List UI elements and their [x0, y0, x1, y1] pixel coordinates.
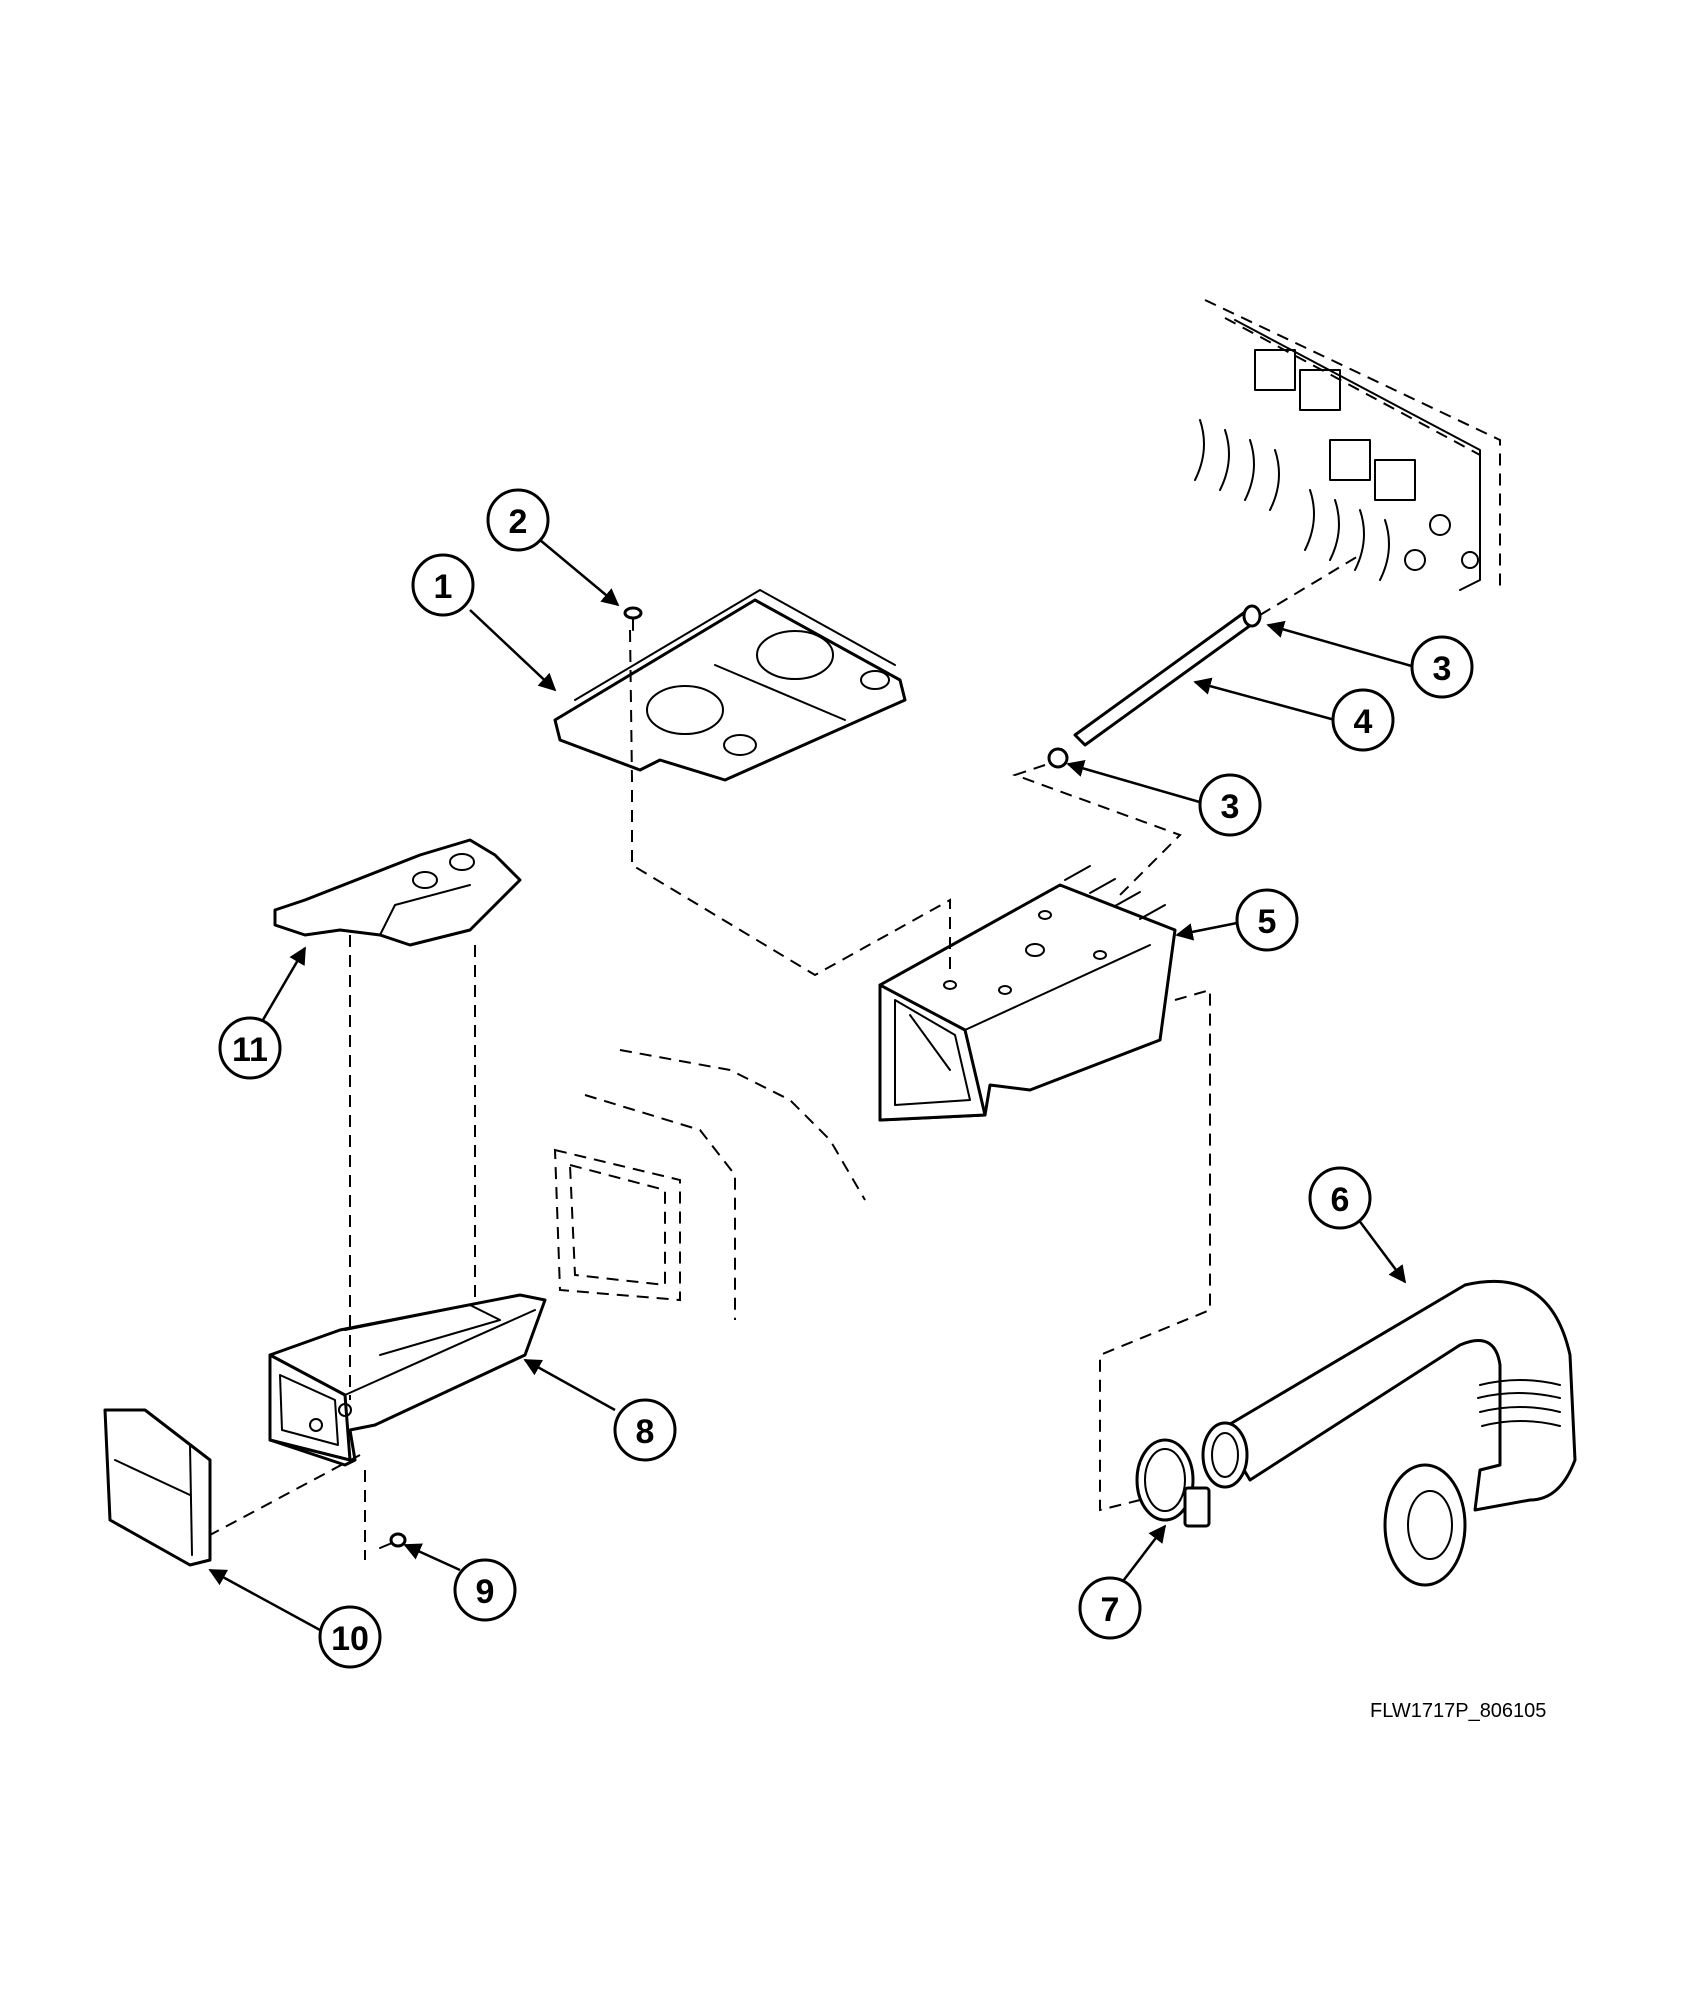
dispenser-drawer: [268, 1293, 547, 1467]
svg-text:1: 1: [434, 568, 453, 606]
svg-text:10: 10: [331, 1620, 369, 1658]
svg-text:7: 7: [1101, 1591, 1120, 1629]
svg-text:4: 4: [1354, 703, 1373, 741]
svg-text:6: 6: [1331, 1181, 1350, 1219]
svg-text:8: 8: [636, 1413, 655, 1451]
callout-2: 2: [486, 488, 550, 552]
dispenser-cover: [273, 838, 522, 947]
plate-screw: [623, 606, 643, 631]
svg-text:9: 9: [476, 1573, 495, 1611]
bracket-plate: [553, 589, 907, 782]
svg-text:3: 3: [1221, 788, 1240, 826]
callout-8: 8: [613, 1398, 677, 1462]
water-valve-assembly: [1194, 299, 1501, 591]
callout-7: 7: [1078, 1576, 1142, 1640]
hose-and-clamps: [1011, 554, 1361, 896]
dispenser-housing: [878, 865, 1177, 1122]
callout-9: 9: [453, 1558, 517, 1622]
callouts: 1 2 3 3 4 5 6 7: [218, 488, 1474, 1669]
callout-6: 6: [1308, 1166, 1372, 1230]
callout-11: 11: [218, 1016, 282, 1080]
callout-1: 1: [411, 553, 475, 617]
drawing-id-label: FLW1717P_806105: [1370, 1700, 1547, 1722]
callout-3-lower: 3: [1198, 773, 1262, 837]
callout-10: 10: [318, 1605, 382, 1669]
callout-5: 5: [1235, 888, 1299, 952]
assembly-lines: [209, 629, 1211, 1560]
drain-hose: [1201, 1279, 1577, 1587]
hose-clamp: [1135, 1438, 1211, 1528]
callout-3-upper: 3: [1410, 635, 1474, 699]
tub-outline: [553, 1049, 866, 1320]
drawer-screw: [379, 1532, 407, 1549]
leader-lines: [208, 539, 1416, 1632]
svg-text:5: 5: [1258, 903, 1277, 941]
callout-4: 4: [1331, 688, 1395, 752]
svg-text:11: 11: [232, 1031, 268, 1069]
svg-text:3: 3: [1433, 650, 1452, 688]
svg-text:2: 2: [509, 503, 528, 541]
drawer-handle: [103, 1408, 212, 1567]
